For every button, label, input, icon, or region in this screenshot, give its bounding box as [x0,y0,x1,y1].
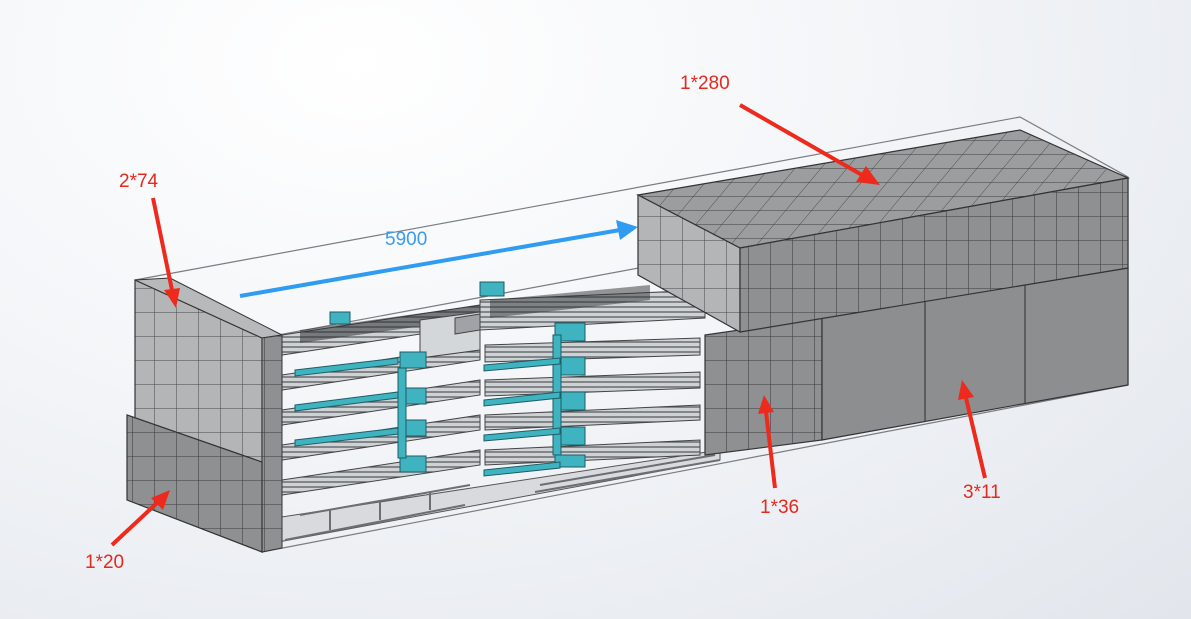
label-middle-stack: 1*36 [760,497,800,518]
label-top-stack: 1*280 [680,73,730,94]
right-machine-shelves [419,285,706,466]
annotation-arrows [110,103,987,547]
label-left-lower: 1*20 [85,552,125,573]
left-block-stack [126,277,284,553]
top-block-stack [636,129,1131,334]
middle-block-stack [704,317,823,456]
label-left-upper: 2*74 [119,171,159,192]
teal-machine-units [294,281,586,477]
label-dimension: 5900 [385,229,428,250]
dimension-arrow [239,220,638,298]
label-right-panels: 3*11 [963,482,1001,503]
